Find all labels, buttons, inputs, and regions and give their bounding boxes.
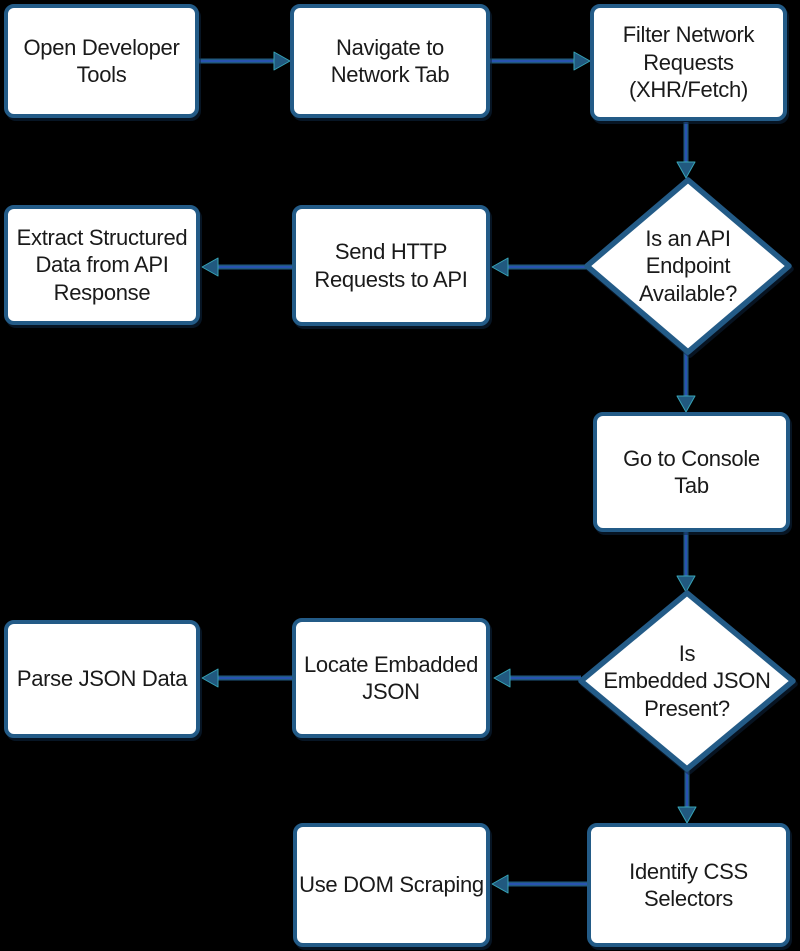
node-is-api-endpoint-available: Is an API Endpoint Available? <box>608 214 768 318</box>
node-open-developer-tools: Open Developer Tools <box>4 4 199 118</box>
node-locate-embadded-json: Locate Embadded JSON <box>292 618 490 738</box>
node-label: Navigate to Network Tab <box>330 34 450 88</box>
node-is-embedded-json-present-shape <box>578 590 796 772</box>
arrow-filter-requests-to-api-available <box>676 122 696 179</box>
node-filter-network-requests: Filter Network Requests (XHR/Fetch) <box>590 4 787 121</box>
node-use-dom-scraping: Use DOM Scraping <box>293 823 490 947</box>
node-label: Is Embedded JSON Present? <box>603 640 771 721</box>
arrow-json-present-to-identify-css <box>677 768 697 824</box>
arrow-api-available-to-send-http <box>491 257 587 277</box>
node-is-api-endpoint-available-shape <box>584 177 792 355</box>
node-navigate-to-network-tab: Navigate to Network Tab <box>290 4 490 118</box>
node-extract-structured-data: Extract Structured Data from API Respons… <box>4 205 200 325</box>
arrow-open-devtools-to-navigate-network <box>199 51 291 71</box>
node-label: Identify CSS Selectors <box>629 858 748 912</box>
node-label: Parse JSON Data <box>16 666 188 692</box>
node-label: Send HTTP Requests to API <box>314 239 468 292</box>
node-label: Open Developer Tools <box>23 34 180 88</box>
node-label: Use DOM Scraping <box>299 872 484 898</box>
arrow-console-tab-to-json-present <box>676 532 696 593</box>
node-label: Extract Structured Data from API Respons… <box>16 224 188 305</box>
node-is-embedded-json-present: Is Embedded JSON Present? <box>597 629 777 733</box>
arrow-identify-css-to-dom-scraping <box>491 874 587 894</box>
node-label: Filter Network Requests (XHR/Fetch) <box>622 22 755 103</box>
arrow-locate-json-to-parse-json <box>201 668 292 688</box>
arrow-navigate-network-to-filter-requests <box>490 51 591 71</box>
node-label: Go to Console Tab <box>623 445 760 499</box>
node-label: Is an API Endpoint Available? <box>638 225 738 306</box>
node-parse-json-data: Parse JSON Data <box>4 620 200 738</box>
arrow-send-http-to-extract-data <box>201 257 292 277</box>
node-go-to-console-tab: Go to Console Tab <box>593 412 790 532</box>
node-identify-css-selectors: Identify CSS Selectors <box>587 823 790 947</box>
node-send-http-requests: Send HTTP Requests to API <box>292 205 490 326</box>
node-label: Locate Embadded JSON <box>303 651 479 705</box>
arrow-api-available-to-console-tab <box>676 352 696 413</box>
arrow-json-present-to-locate-json <box>493 668 581 688</box>
